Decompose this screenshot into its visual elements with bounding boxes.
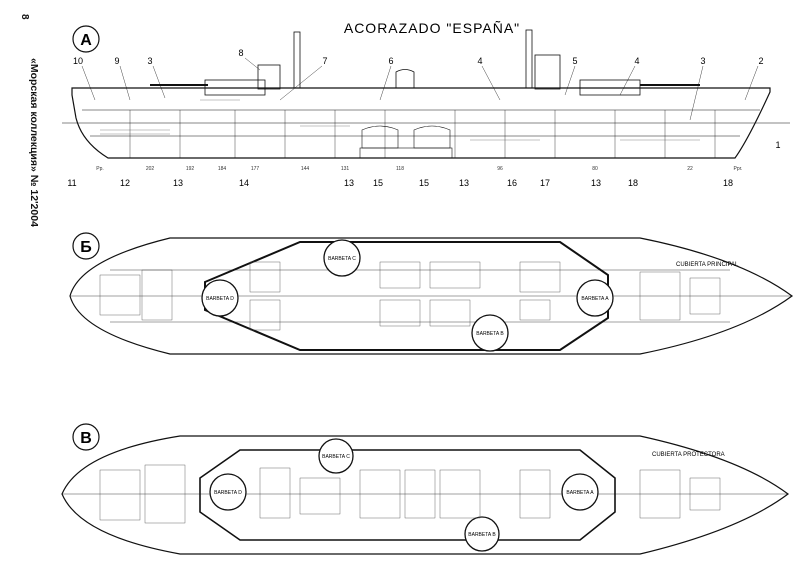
- barbette-c: [323, 239, 361, 277]
- view-c-letter: В: [80, 430, 92, 447]
- callout: 15: [419, 178, 429, 188]
- view-b: Б BARBETA C BARBETA D BARBETA B BARBETA …: [69, 232, 794, 355]
- barbette-labels-main: BARBETA C BARBETA D BARBETA B BARBETA A: [206, 256, 609, 337]
- citadel-outline: [199, 449, 616, 541]
- hull-profile: [71, 87, 771, 159]
- callout-leaders-top: [81, 57, 759, 121]
- callout: 11: [67, 178, 76, 188]
- svg-text:Ppr.: Ppr.: [734, 166, 743, 172]
- callout: 13: [344, 178, 354, 188]
- funnel: [395, 69, 415, 88]
- barbette-c: [318, 438, 354, 474]
- callouts-top: 10 9 3 8 7 6 4 5 4 3 2: [73, 48, 764, 66]
- svg-text:BARBETA B: BARBETA B: [476, 331, 504, 337]
- svg-text:202: 202: [146, 166, 155, 172]
- svg-text:BARBETA B: BARBETA B: [468, 532, 496, 538]
- boiler-rooms: [359, 125, 453, 159]
- callout: 18: [723, 178, 733, 188]
- barbette-a: [561, 473, 599, 511]
- aft-mast: [293, 31, 301, 89]
- svg-text:BARBETA C: BARBETA C: [322, 454, 350, 460]
- svg-text:144: 144: [301, 166, 310, 172]
- svg-text:BARBETA A: BARBETA A: [566, 490, 594, 496]
- callout: 3: [147, 56, 152, 66]
- callout: 5: [572, 56, 577, 66]
- callout: 3: [700, 56, 705, 66]
- callout: 8: [238, 48, 243, 58]
- svg-text:Pp.: Pp.: [96, 166, 104, 172]
- svg-text:BARBETA C: BARBETA C: [328, 256, 356, 262]
- svg-text:177: 177: [251, 166, 260, 172]
- view-b-badge: [72, 232, 100, 260]
- citadel-outline: [204, 241, 609, 351]
- callout: 2: [758, 56, 763, 66]
- callouts-bottom: 11 12 13 14 13 15 15 13 16 17 13 18 18 1: [67, 140, 780, 188]
- view-b-letter: Б: [80, 239, 92, 256]
- callout: 7: [322, 56, 327, 66]
- callout: 13: [591, 178, 601, 188]
- svg-text:192: 192: [186, 166, 195, 172]
- svg-text:96: 96: [497, 166, 503, 172]
- callout: 12: [120, 178, 130, 188]
- fwd-mast: [525, 29, 533, 89]
- barbette-a: [576, 279, 614, 317]
- deck-name-protective: CUBIERTA PROTECTORA: [652, 452, 725, 458]
- barbette-b: [464, 516, 500, 552]
- svg-text:BARBETA D: BARBETA D: [214, 490, 242, 496]
- callout: 1: [775, 140, 780, 150]
- callout: 6: [388, 56, 393, 66]
- compartments-protective: [99, 464, 721, 524]
- callout: 10: [73, 56, 83, 66]
- barbettes-main: [201, 239, 614, 352]
- callout: 14: [239, 178, 249, 188]
- view-c-badge: [72, 423, 100, 451]
- callout: 4: [634, 56, 639, 66]
- frame-ticks: [129, 110, 716, 158]
- structure-hatching: [100, 99, 700, 141]
- barbette-d: [201, 279, 239, 317]
- svg-text:BARBETA D: BARBETA D: [206, 296, 234, 302]
- view-c: В BARBETA C BARBETA D BARBETA B BARBETA …: [61, 423, 790, 555]
- drawing-title: ACORAZADO "ESPAÑA": [344, 20, 520, 36]
- aft-turret: [204, 79, 266, 96]
- callout: 13: [459, 178, 469, 188]
- barbettes-protective: [209, 438, 599, 552]
- callout: 16: [507, 178, 517, 188]
- view-a: А: [62, 25, 790, 188]
- callout: 13: [173, 178, 183, 188]
- svg-text:22: 22: [687, 166, 693, 172]
- svg-text:118: 118: [396, 166, 404, 172]
- svg-text:184: 184: [218, 166, 227, 172]
- view-a-badge: [72, 25, 100, 53]
- callout: 15: [373, 178, 383, 188]
- barbette-b: [471, 314, 509, 352]
- callout: 9: [114, 56, 119, 66]
- svg-text:131: 131: [341, 166, 350, 172]
- fwd-bridge: [534, 54, 561, 90]
- callout: 17: [540, 178, 550, 188]
- barbette-labels-protective: BARBETA C BARBETA D BARBETA B BARBETA A: [214, 454, 594, 538]
- aft-bridge: [257, 64, 281, 90]
- svg-text:BARBETA A: BARBETA A: [581, 296, 609, 302]
- svg-text:80: 80: [592, 166, 598, 172]
- callout: 4: [477, 56, 482, 66]
- frame-numbers: Pp. 202 192 184 177 144 131 118 96 80 22…: [96, 166, 742, 172]
- view-a-letter: А: [80, 32, 92, 49]
- deck-name-main: CUBIERTA PRINCIPAL: [676, 262, 739, 268]
- barbette-d: [209, 473, 247, 511]
- fwd-turret: [579, 79, 641, 96]
- compartments-main: [99, 261, 721, 331]
- callout: 18: [628, 178, 638, 188]
